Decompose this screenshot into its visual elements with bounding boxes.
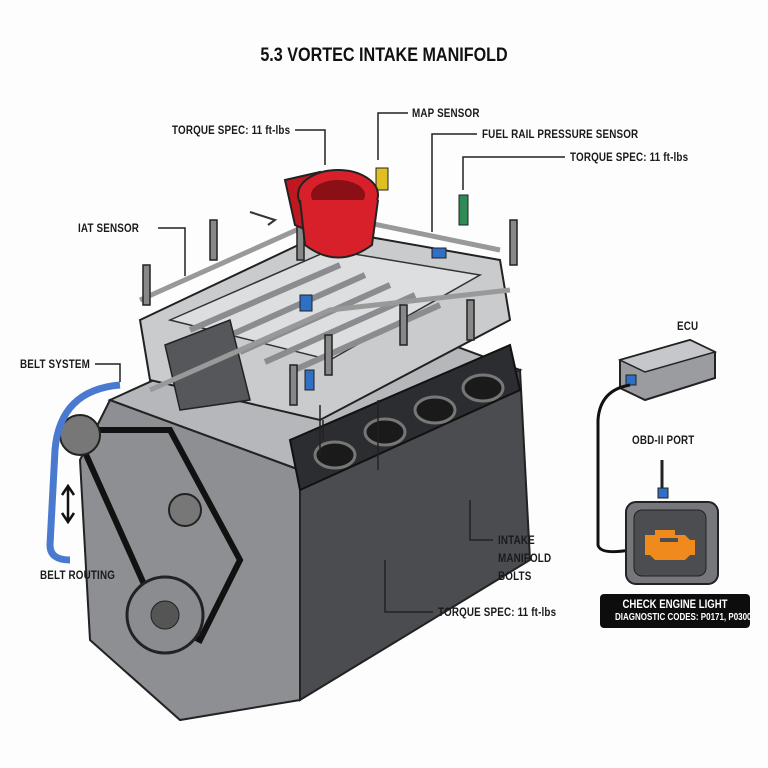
fuel-rail-sensor-part <box>431 247 447 259</box>
check-engine-light-box: CHECK ENGINE LIGHT DIAGNOSTIC CODES: P01… <box>600 594 752 628</box>
iat-sensor-part <box>299 294 313 312</box>
map-sensor-part <box>375 167 389 191</box>
ecu-cable <box>596 383 631 554</box>
diagram-title: 5.3 VORTEC INTAKE MANIFOLD <box>260 45 508 66</box>
cylinder-bores <box>313 373 505 470</box>
diagnostic-codes: DIAGNOSTIC CODES: P0171, P0300 <box>615 612 752 623</box>
label-iat-sensor: IAT SENSOR <box>78 221 140 235</box>
torque-bolt-green <box>458 194 469 226</box>
label-belt-routing: BELT ROUTING <box>40 568 116 582</box>
label-intake-line-2: MANIFOLD <box>498 551 552 565</box>
double-arrow-icon <box>60 483 76 525</box>
label-torque-spec-top-right: TORQUE SPEC: 11 ft-lbs <box>570 150 689 164</box>
label-ecu: ECU <box>677 319 699 333</box>
label-torque-spec-top-left: TORQUE SPEC: 11 ft-lbs <box>172 123 291 137</box>
label-obd-ii-port: OBD-II PORT <box>632 433 695 447</box>
leader-lines <box>95 112 565 613</box>
label-map-sensor: MAP SENSOR <box>412 106 480 120</box>
label-intake-line-3: BOLTS <box>498 569 532 583</box>
belt-system <box>46 381 244 655</box>
throttle-body <box>249 169 379 259</box>
check-engine-icon <box>645 530 695 560</box>
check-engine-title: CHECK ENGINE LIGHT <box>622 597 728 611</box>
obd-connector <box>657 487 669 499</box>
intake-manifold <box>138 212 512 422</box>
label-fuel-rail-pressure-sensor: FUEL RAIL PRESSURE SENSOR <box>482 127 639 141</box>
engine-block <box>78 298 532 722</box>
ecu-module <box>617 338 718 402</box>
bolt-blue <box>304 369 315 391</box>
label-torque-spec-bottom: TORQUE SPEC: 11 ft-lbs <box>438 605 557 619</box>
label-intake-line-1: INTAKE <box>498 533 535 547</box>
label-belt-system: BELT SYSTEM <box>20 357 90 371</box>
